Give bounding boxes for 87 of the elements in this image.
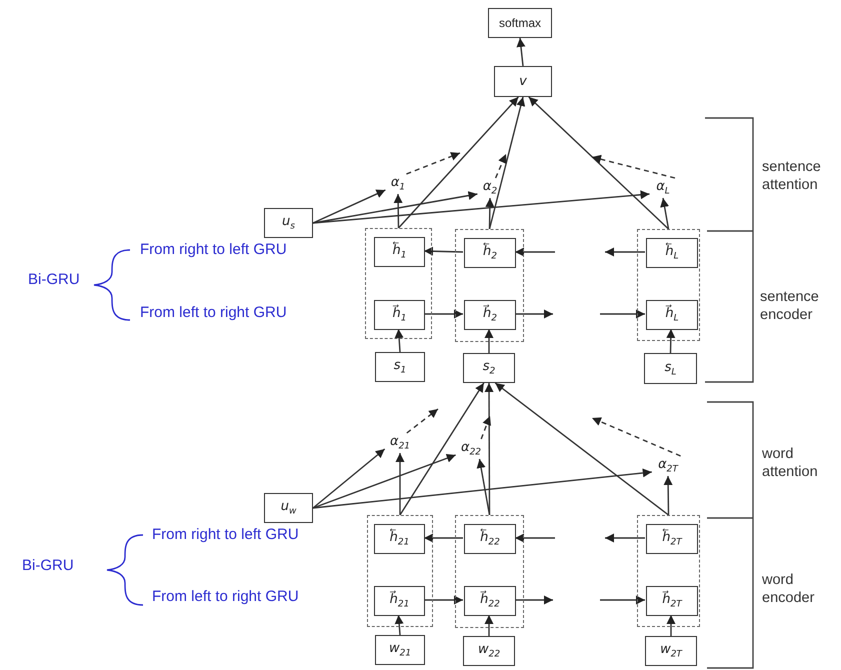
gru-direction-label: Bi-GRU	[22, 557, 75, 576]
dashed-group-box	[365, 228, 432, 339]
dashed-group-box	[455, 515, 524, 628]
attention-weight-label: α$_{21}$	[383, 433, 417, 453]
state-box: h⃖$_{22}$	[464, 524, 516, 554]
arrow	[488, 96, 526, 230]
section-label: sentence encoder	[760, 288, 820, 324]
state-box: h⃗$_{22}$	[464, 586, 516, 616]
state-box: s$_{2}$	[463, 353, 515, 383]
arrow	[424, 534, 463, 542]
arrow	[664, 476, 673, 515]
arrow	[399, 382, 484, 516]
arrow	[398, 96, 519, 228]
attention-weight-label: α$_{2T}$	[650, 456, 686, 476]
attention-weight-label: α$_{L}$	[648, 178, 678, 198]
arrow	[484, 615, 494, 636]
section-label: sentence attention	[762, 158, 822, 194]
arrow	[476, 458, 490, 516]
gru-direction-label: From left to right GRU	[152, 588, 300, 607]
arrow	[484, 383, 494, 515]
arrow	[515, 534, 555, 542]
state-box: h⃗$_{L}$	[646, 300, 698, 330]
arrow	[515, 310, 553, 318]
state-box: w$_{21}$	[375, 635, 425, 665]
gru-direction-label: From right to left GRU	[140, 241, 288, 260]
state-box: s$_{1}$	[375, 352, 425, 382]
arrow	[600, 310, 645, 318]
state-box: h⃗$_{2}$	[464, 300, 516, 330]
state-box: v	[494, 66, 552, 97]
dashed-arrow	[592, 154, 676, 179]
state-box: h⃗$_{21}$	[374, 586, 425, 616]
arrow	[516, 38, 526, 66]
state-box: h⃗$_{1}$	[374, 300, 425, 330]
arrow	[312, 191, 478, 224]
dashed-group-box	[455, 229, 524, 342]
arrow	[484, 329, 494, 353]
arrow	[394, 194, 403, 228]
dashed-arrow	[480, 416, 491, 440]
arrow	[312, 448, 386, 509]
state-box: u$_{w}$	[264, 493, 313, 523]
arrow	[312, 190, 650, 224]
attention-weight-label: α$_{22}$	[454, 439, 488, 459]
arrow	[312, 454, 456, 509]
dashed-arrow	[406, 408, 438, 434]
attention-weight-label: α$_{1}$	[384, 174, 412, 194]
gru-direction-label: From left to right GRU	[140, 304, 288, 323]
arrow	[394, 328, 404, 352]
state-box: h⃗$_{2T}$	[646, 586, 698, 616]
arrow	[485, 198, 494, 230]
dashed-group-box	[367, 515, 433, 627]
arrow	[494, 382, 669, 516]
arrow	[312, 468, 652, 509]
section-label: word attention	[762, 445, 819, 482]
section-label: word encoder	[762, 571, 816, 608]
dashed-arrow	[592, 417, 681, 457]
arrow	[515, 596, 553, 604]
arrow	[600, 596, 645, 604]
arrow	[424, 310, 463, 318]
arrow	[605, 534, 645, 542]
arrow	[666, 615, 676, 636]
dashed-arrow	[494, 154, 507, 178]
dashed-group-box	[637, 515, 700, 627]
gru-direction-label: From right to left GRU	[152, 526, 300, 545]
state-box: h⃖$_{2T}$	[646, 524, 698, 554]
arrow	[424, 246, 464, 256]
state-box: u$_{s}$	[264, 208, 313, 238]
state-box: w$_{2T}$	[645, 636, 697, 666]
arrow	[394, 614, 404, 636]
arrow	[528, 96, 669, 230]
arrow	[424, 596, 463, 604]
state-box: s$_{L}$	[644, 353, 697, 384]
arrow	[660, 198, 670, 230]
state-box: w$_{22}$	[463, 636, 515, 666]
state-box: h⃖$_{1}$	[374, 237, 425, 267]
gru-direction-label: Bi-GRU	[28, 271, 81, 290]
state-box: h⃖$_{2}$	[464, 238, 516, 268]
output-box: softmax	[488, 8, 552, 38]
state-box: h⃖$_{L}$	[646, 238, 698, 268]
arrow	[666, 328, 676, 354]
dashed-arrow	[406, 152, 460, 175]
arrow	[605, 248, 645, 256]
arrow	[396, 453, 404, 515]
attention-weight-label: α$_{2}$	[476, 178, 504, 198]
arrow	[515, 248, 555, 256]
state-box: h⃖$_{21}$	[374, 524, 425, 554]
dashed-group-box	[637, 229, 700, 341]
arrow	[312, 189, 386, 224]
